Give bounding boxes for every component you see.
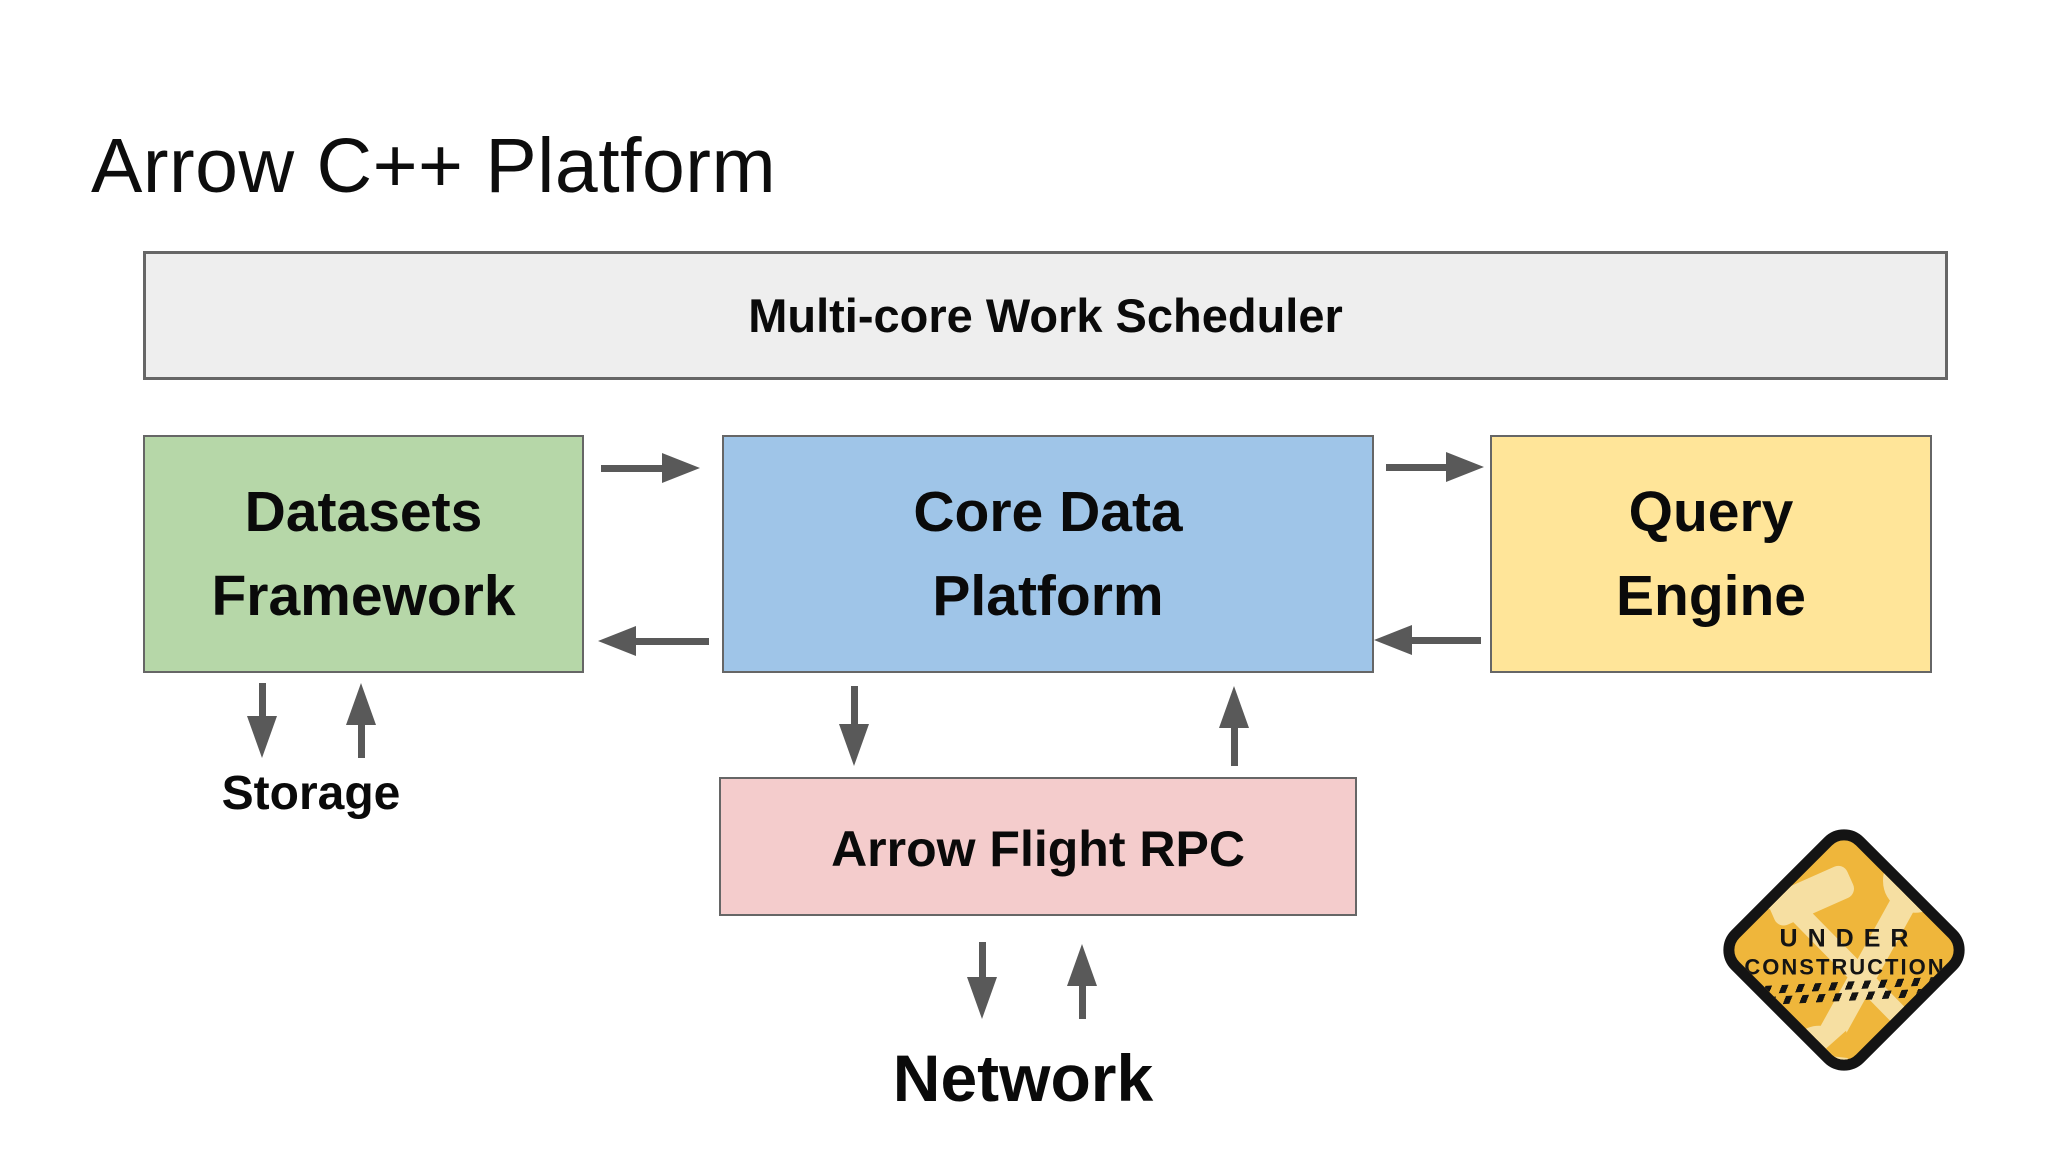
arrow-head: [839, 724, 869, 766]
arrow-down-flight-to-network-icon: [966, 942, 998, 1019]
query-engine-box: Query Engine: [1490, 435, 1932, 673]
arrow-shaft: [258, 683, 266, 716]
scheduler-bar: Multi-core Work Scheduler: [143, 251, 1948, 380]
datasets-framework-box: Datasets Framework: [143, 435, 584, 673]
sign-inner: UNDER CONSTRUCTION: [1712, 818, 1976, 1082]
under-construction-sign: UNDER CONSTRUCTION: [1711, 817, 1977, 1083]
arrow-shaft: [978, 942, 986, 977]
arrow-right-core-to-query-icon: [1386, 451, 1484, 483]
storage-label: Storage: [221, 767, 401, 820]
arrow-head: [1374, 625, 1412, 655]
sign-diamond: UNDER CONSTRUCTION: [1711, 817, 1977, 1083]
sign-text-construction: CONSTRUCTION: [1744, 954, 1946, 979]
arrow-right-datasets-to-core-icon: [601, 452, 700, 484]
arrow-shaft: [636, 637, 709, 645]
arrow-shaft: [601, 464, 662, 472]
core-label-line2: Platform: [932, 564, 1164, 628]
arrow-shaft: [850, 686, 858, 724]
arrow-up-flight-to-core-icon: [1218, 686, 1250, 766]
arrow-head: [1067, 944, 1097, 986]
arrow-left-core-to-datasets-icon: [598, 625, 709, 657]
sign-text-under: UNDER: [1779, 924, 1919, 952]
arrow-shaft: [1078, 986, 1086, 1019]
query-label-line1: Query: [1628, 479, 1794, 544]
datasets-label-line1: Datasets: [244, 479, 483, 544]
core-label-line1: Core Data: [913, 479, 1183, 544]
arrow-head: [967, 977, 997, 1019]
core-data-platform-box: Core Data Platform: [722, 435, 1374, 673]
arrow-up-storage-to-datasets-icon: [345, 683, 377, 758]
arrow-shaft: [1386, 463, 1446, 471]
arrow-head: [1446, 452, 1484, 482]
arrow-down-datasets-to-storage-icon: [246, 683, 278, 758]
arrow-head: [247, 716, 277, 758]
scheduler-label: Multi-core Work Scheduler: [748, 289, 1343, 342]
page-title: Arrow C++ Platform: [91, 123, 777, 209]
arrow-left-query-to-core-icon: [1374, 624, 1481, 656]
arrow-shaft: [1412, 636, 1481, 644]
arrow-down-core-to-flight-icon: [838, 686, 870, 766]
arrow-head: [1219, 686, 1249, 728]
arrow-head: [598, 626, 636, 656]
datasets-label-line2: Framework: [211, 564, 516, 628]
arrow-up-network-to-flight-icon: [1066, 944, 1098, 1019]
arrow-shaft: [1230, 728, 1238, 766]
flight-label: Arrow Flight RPC: [831, 820, 1245, 877]
query-label-line2: Engine: [1615, 564, 1806, 628]
arrow-shaft: [357, 725, 365, 758]
arrow-head: [662, 453, 700, 483]
arrow-flight-rpc-box: Arrow Flight RPC: [719, 777, 1357, 916]
network-label: Network: [892, 1041, 1154, 1115]
arrow-head: [346, 683, 376, 725]
